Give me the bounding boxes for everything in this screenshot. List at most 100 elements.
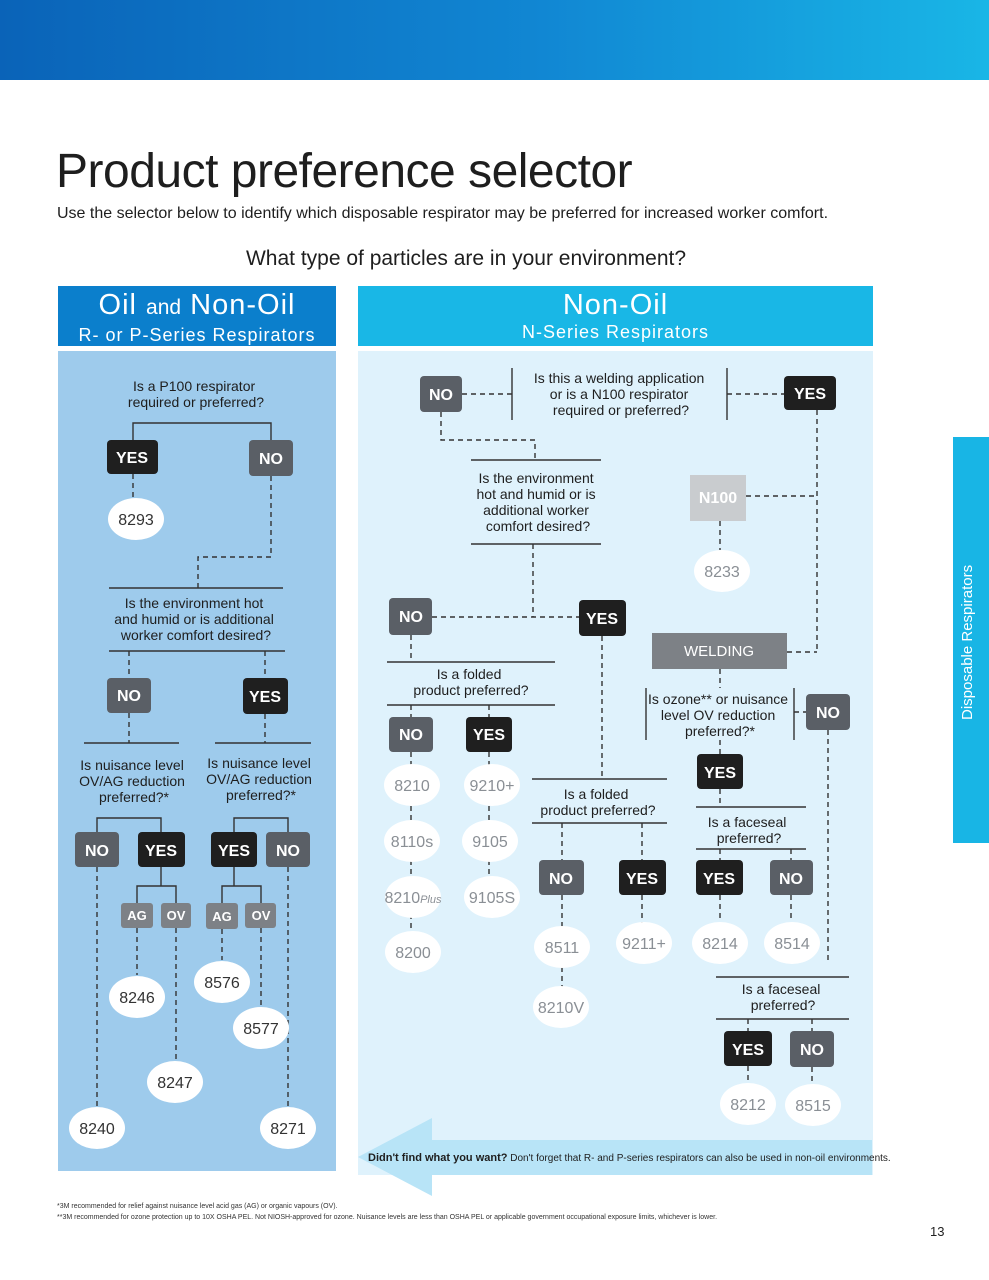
left-product-8577: 8577 <box>233 1007 289 1049</box>
right-q1: Is this a welding application or is a N1… <box>534 370 708 418</box>
svg-text:OV: OV <box>252 908 271 923</box>
left-panel-subtitle: R- or P-Series Respirators <box>78 325 316 345</box>
svg-text:YES: YES <box>794 386 826 403</box>
left-q1-bracket <box>132 422 272 440</box>
svg-text:8577: 8577 <box>243 1021 279 1038</box>
right-q3: Is a folded product preferred? <box>413 666 528 698</box>
left-product-8293: 8293 <box>108 498 164 540</box>
right-q7-no: NO <box>790 1031 834 1067</box>
svg-text:YES: YES <box>732 1042 764 1059</box>
right-product-8210v: 8210V <box>533 986 589 1028</box>
svg-text:NO: NO <box>779 871 803 888</box>
right-q5-yes: YES <box>697 754 743 789</box>
right-product-8210: 8210 <box>384 764 440 806</box>
page-number: 13 <box>930 1224 945 1239</box>
svg-text:YES: YES <box>218 843 250 860</box>
svg-text:8246: 8246 <box>119 990 155 1007</box>
right-q3-no: NO <box>389 717 433 752</box>
right-q1-no: NO <box>420 376 462 412</box>
right-product-8233: 8233 <box>694 550 750 592</box>
svg-text:OV: OV <box>167 908 186 923</box>
left-q1-no: NO <box>249 440 293 476</box>
svg-text:8240: 8240 <box>79 1121 115 1138</box>
svg-text:NO: NO <box>549 871 573 888</box>
right-product-8511: 8511 <box>534 926 590 968</box>
svg-text:8515: 8515 <box>795 1098 831 1115</box>
footnote-1: *3M recommended for relief against nuisa… <box>57 1203 338 1210</box>
left-q4-yes: YES <box>211 832 257 867</box>
svg-text:NO: NO <box>259 451 283 468</box>
svg-text:NO: NO <box>85 843 109 860</box>
left-q4: Is nuisance level OV/AG reduction prefer… <box>206 755 316 803</box>
svg-text:NO: NO <box>117 688 141 705</box>
svg-text:9210+: 9210+ <box>470 778 515 795</box>
right-q5-no: NO <box>806 694 850 730</box>
right-panel-body <box>358 351 873 1175</box>
left-panel-header: Oil and Non-Oil R- or P-Series Respirato… <box>58 286 336 346</box>
svg-text:NO: NO <box>399 727 423 744</box>
right-product-9210plus: 9210+ <box>464 764 520 806</box>
left-q3-yes: YES <box>138 832 185 867</box>
right-product-8210plus: 8210Plus <box>385 876 442 918</box>
footnote-2: **3M recommended for ozone protection up… <box>57 1214 718 1221</box>
svg-text:YES: YES <box>249 689 281 706</box>
right-welding-box: WELDING <box>652 633 787 669</box>
arrow-note: Didn't find what you want? Don't forget … <box>368 1152 891 1164</box>
left-product-8271: 8271 <box>260 1107 316 1149</box>
right-q4-yes: YES <box>619 860 666 895</box>
svg-text:WELDING: WELDING <box>684 643 754 660</box>
svg-text:9211+: 9211+ <box>622 936 666 953</box>
svg-text:NO: NO <box>816 705 840 722</box>
svg-text:NO: NO <box>429 387 453 404</box>
left-title-and: and <box>146 296 182 319</box>
right-product-9105s: 9105S <box>464 876 520 918</box>
left-ov-badge-2: OV <box>245 903 276 928</box>
svg-text:8210: 8210 <box>394 778 430 795</box>
svg-text:YES: YES <box>626 871 658 888</box>
svg-text:YES: YES <box>145 843 177 860</box>
svg-text:8210Plus: 8210Plus <box>385 890 442 907</box>
main-question: What type of particles are in your envir… <box>245 247 687 270</box>
arrow-banner <box>358 1118 872 1196</box>
svg-text:NO: NO <box>399 609 423 626</box>
svg-text:YES: YES <box>116 450 148 467</box>
right-q2-yes: YES <box>579 600 626 636</box>
arrow-note-text: Don't forget that R- and P-series respir… <box>507 1153 891 1164</box>
right-product-8212: 8212 <box>720 1083 776 1125</box>
page-subtitle: Use the selector below to identify which… <box>57 205 829 222</box>
svg-text:8293: 8293 <box>118 512 154 529</box>
left-q3-no: NO <box>75 832 119 867</box>
left-product-8247: 8247 <box>147 1061 203 1103</box>
svg-text:9105S: 9105S <box>469 890 515 907</box>
right-panel-header: Non-Oil N-Series Respirators <box>358 286 873 346</box>
left-panel-title: Oil and Non-Oil <box>58 286 336 325</box>
svg-text:8233: 8233 <box>704 564 740 581</box>
left-flow: Is a P100 respirator required or preferr… <box>69 378 316 1149</box>
left-q1: Is a P100 respirator required or preferr… <box>128 378 264 410</box>
right-q6: Is a faceseal preferred? <box>708 814 791 846</box>
right-product-8214: 8214 <box>692 922 748 964</box>
right-product-8200: 8200 <box>385 931 441 973</box>
svg-text:8576: 8576 <box>204 975 240 992</box>
right-q5: Is ozone** or nuisance level OV reductio… <box>648 691 792 739</box>
right-panel-title: Non-Oil <box>562 289 669 321</box>
right-q2: Is the environment hot and humid or is a… <box>477 470 600 534</box>
svg-text:YES: YES <box>703 871 735 888</box>
right-product-9105: 9105 <box>462 820 518 862</box>
right-q3-yes: YES <box>466 717 512 752</box>
svg-text:8212: 8212 <box>730 1097 766 1114</box>
left-q3: Is nuisance level OV/AG reduction prefer… <box>79 757 189 805</box>
svg-text:YES: YES <box>586 611 618 628</box>
right-flow: Is this a welding application or is a N1… <box>384 368 850 1126</box>
svg-text:AG: AG <box>212 909 232 924</box>
left-q2-no: NO <box>107 678 151 713</box>
side-tab[interactable]: Disposable Respirators <box>953 437 989 843</box>
svg-text:8210V: 8210V <box>538 1000 585 1017</box>
svg-text:YES: YES <box>473 727 505 744</box>
left-ov-badge-1: OV <box>161 903 191 928</box>
svg-text:8271: 8271 <box>270 1121 306 1138</box>
left-ag-badge-2: AG <box>206 903 238 929</box>
arrow-note-bold: Didn't find what you want? <box>368 1152 508 1164</box>
right-panel-subtitle: N-Series Respirators <box>521 322 710 342</box>
